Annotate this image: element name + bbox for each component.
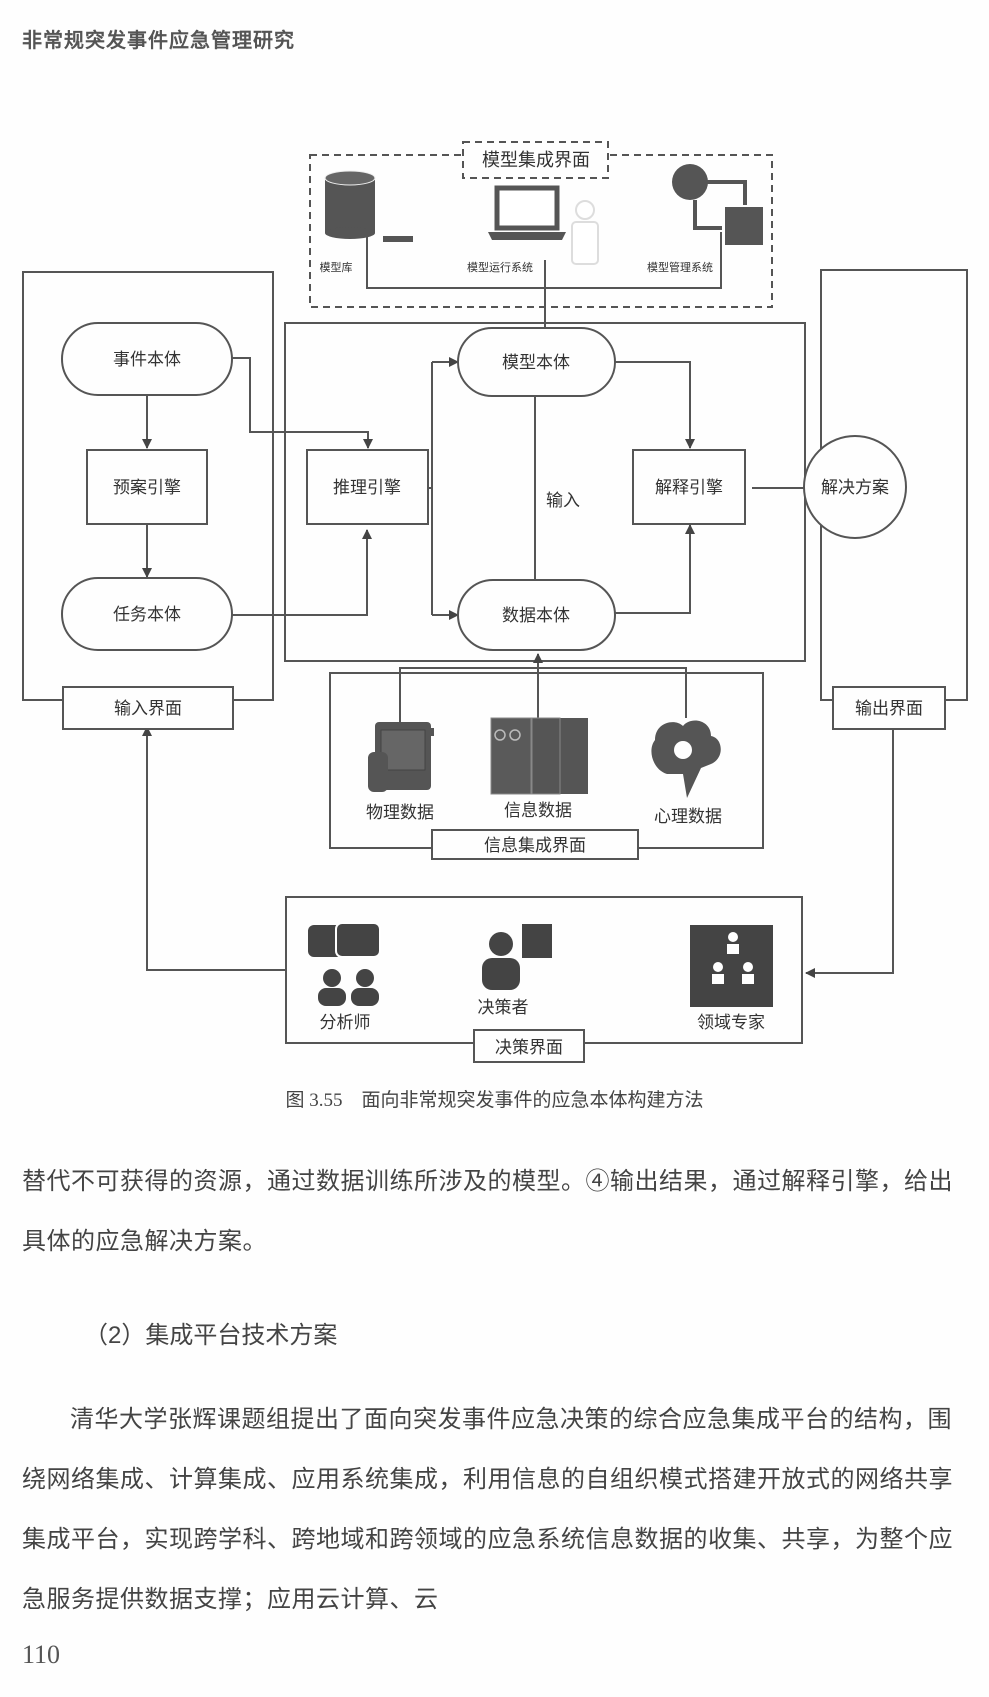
figure-caption: 图 3.55 面向非常规突发事件的应急本体构建方法 [285,1090,704,1111]
decision-interface-title-box [473,1029,585,1063]
node-data-ontology [457,579,616,651]
node-solution [803,435,907,539]
info-interface-title-box [431,829,639,860]
domain-expert-icon [690,925,773,1007]
node-model-ontology [457,327,616,397]
analyst-label: 分析师 [320,1013,371,1033]
output-interface-title: 输出界面 [855,699,923,719]
section-heading: （2）集成平台技术方案 [84,1322,338,1349]
event-ontology-label: 事件本体 [113,350,181,370]
psychological-data-label: 心理数据 [654,807,722,827]
explanation-engine-label: 解释引擎 [655,478,723,498]
info-interface-title: 信息集成界面 [484,836,586,856]
input-edge-label: 输入 [546,491,580,511]
model-library-label: 模型库 [320,260,353,274]
node-plan-engine [86,449,208,525]
plan-engine-label: 预案引擎 [113,478,181,498]
input-interface-title: 输入界面 [114,699,182,719]
page-number: 110 [22,1640,61,1669]
analysts-chat-icon [308,922,381,1006]
node-explanation-engine [632,449,746,525]
output-interface-title-box [832,686,946,730]
node-event-ontology [61,322,233,396]
task-ontology-label: 任务本体 [113,605,181,625]
model-ontology-label: 模型本体 [502,353,570,373]
workflow-cycle-icon [672,164,763,245]
ontology-construction-diagram: 模型集成界面 模型库 模型运行系统 模型管理系统 事件本体 预案引擎 任务本体 … [22,141,968,1063]
solution-label: 解决方案 [821,478,889,498]
model-management-label: 模型管理系统 [647,260,713,274]
data-ontology-label: 数据本体 [502,606,570,626]
brain-idea-icon [651,720,721,798]
reasoning-engine-label: 推理引擎 [333,478,401,498]
body-paragraph-2: 清华大学张辉课题组提出了面向突发事件应急决策的综合应急集成平台的结构，围绕网络集… [22,1406,953,1613]
input-interface-title-box [62,686,234,730]
database-icon [324,170,413,242]
decision-maker-icon [482,924,552,990]
laptop-user-icon [488,185,599,265]
model-interface-title-box [462,141,609,179]
physical-data-label: 物理数据 [366,803,434,823]
information-data-label: 信息数据 [504,801,572,821]
node-reasoning-engine [306,449,429,525]
body-paragraph-1: 替代不可获得的资源，通过数据训练所涉及的模型。④输出结果，通过解释引擎，给出具体… [22,1168,953,1255]
server-cabinet-icon [490,717,588,795]
domain-expert-label: 领域专家 [697,1013,765,1033]
decision-maker-label: 决策者 [478,998,529,1018]
device-icon [368,722,434,792]
decision-interface-title: 决策界面 [495,1038,563,1058]
running-head-title: 非常规突发事件应急管理研究 [22,28,295,52]
model-runtime-label: 模型运行系统 [467,260,533,274]
model-interface-title: 模型集成界面 [482,150,590,171]
node-task-ontology [61,577,233,651]
